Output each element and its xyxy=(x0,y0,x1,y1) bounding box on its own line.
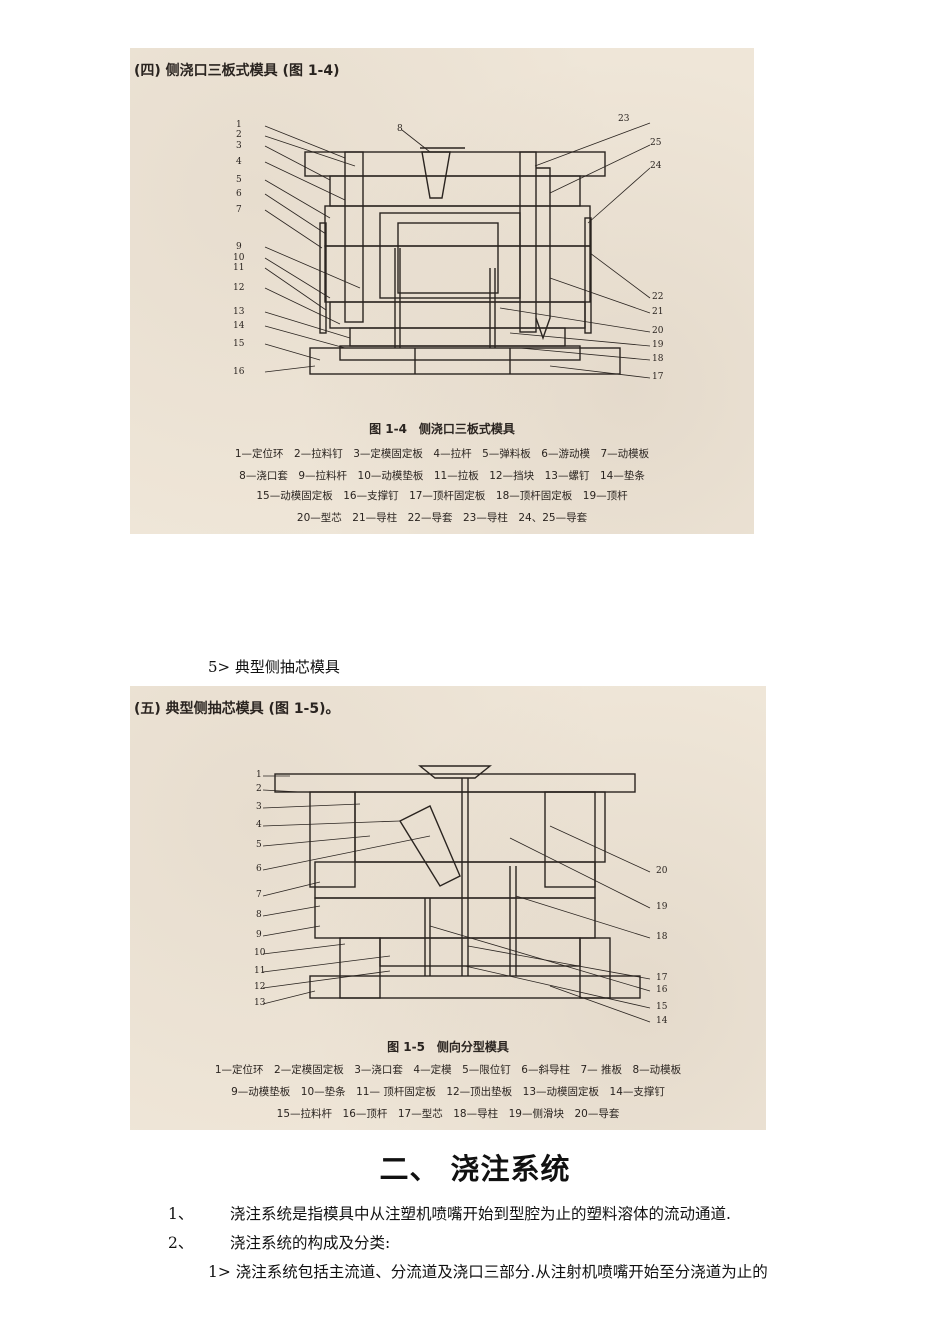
part-number: 16 xyxy=(656,985,668,995)
part-number: 1 xyxy=(256,770,262,780)
part-number: 6 xyxy=(236,189,242,199)
part-number: 23 xyxy=(618,114,630,124)
part-number: 7 xyxy=(256,890,262,900)
part-number: 4 xyxy=(236,157,242,167)
figure-1-5-legend-line: 9—动模垫板 10—垫条 11— 顶杆固定板 12—顶出垫板 13—动模固定板 … xyxy=(231,1086,665,1098)
part-number: 20 xyxy=(652,326,664,336)
figure-1-5-legend-line: 15—拉料杆 16—顶杆 17—型芯 18—导柱 19—侧滑块 20—导套 xyxy=(276,1108,620,1120)
part-number: 24 xyxy=(650,161,662,171)
section-title: 二、 浇注系统 xyxy=(379,1152,571,1186)
part-number: 16 xyxy=(233,367,245,377)
part-number: 1 xyxy=(236,120,242,130)
part-number: 13 xyxy=(233,307,245,317)
part-number: 5 xyxy=(236,175,242,185)
part-number: 10 xyxy=(254,948,266,958)
part-number: 15 xyxy=(656,1002,668,1012)
mold-drawing-1 xyxy=(264,122,651,379)
list-item-number: 1、 xyxy=(168,1205,194,1223)
part-number: 10 xyxy=(233,253,245,263)
part-number: 11 xyxy=(233,263,245,273)
part-number: 13 xyxy=(254,998,266,1008)
mold-drawing-2 xyxy=(262,765,651,1023)
figure-1-4-header: (四) 侧浇口三板式模具 (图 1-4) xyxy=(134,63,340,79)
part-number: 5 xyxy=(256,840,262,850)
part-number: 19 xyxy=(656,902,668,912)
list-item-text: 浇注系统是指模具中从注塑机喷嘴开始到型腔为止的塑料溶体的流动通道. xyxy=(230,1205,731,1223)
part-number: 17 xyxy=(656,973,668,983)
figure-1-4-legend-line: 1—定位环 2—拉料钉 3—定模固定板 4—拉杆 5—弹料板 6—游动模 7—动… xyxy=(234,448,650,460)
part-number: 6 xyxy=(256,864,262,874)
part-number: 20 xyxy=(656,866,668,876)
figure-1-4-legend-line: 20—型芯 21—导柱 22—导套 23—导柱 24、25—导套 xyxy=(296,512,588,524)
part-number: 3 xyxy=(256,802,262,812)
figure-1-5-legend-line: 1—定位环 2—定模固定板 3—浇口套 4—定模 5—限位钉 6—斜导柱 7— … xyxy=(214,1064,682,1076)
figure-1-4-legend-line: 8—浇口套 9—拉料杆 10—动模垫板 11—拉板 12—挡块 13—螺钉 14… xyxy=(239,470,645,482)
sub-paragraph: 1> 浇注系统包括主流道、分流道及浇口三部分.从注射机喷嘴开始至分浇道为止的 xyxy=(208,1263,768,1281)
list-item-number: 2、 xyxy=(168,1234,194,1252)
part-number: 2 xyxy=(256,784,262,794)
figure-1-4-scan: (四) 侧浇口三板式模具 (图 1-4) xyxy=(130,48,754,534)
part-number: 22 xyxy=(652,292,664,302)
part-number: 8 xyxy=(256,910,262,920)
part-number: 9 xyxy=(236,242,242,252)
part-number: 18 xyxy=(656,932,668,942)
part-number: 25 xyxy=(650,138,662,148)
part-number: 11 xyxy=(254,966,266,976)
part-number: 9 xyxy=(256,930,262,940)
figure-1-5-header: (五) 典型侧抽芯模具 (图 1-5)。 xyxy=(134,701,340,717)
part-number: 2 xyxy=(236,130,242,140)
part-number: 19 xyxy=(652,340,664,350)
figure-1-5-scan: (五) 典型侧抽芯模具 (图 1-5)。 xyxy=(130,686,766,1130)
part-number: 18 xyxy=(652,354,664,364)
part-number: 14 xyxy=(233,321,245,331)
list-item: 1、 浇注系统是指模具中从注塑机喷嘴开始到型腔为止的塑料溶体的流动通道. xyxy=(168,1202,731,1224)
part-number: 12 xyxy=(254,982,266,992)
part-number: 17 xyxy=(652,372,664,382)
figure-1-5-caption: 图 1-5 侧向分型模具 xyxy=(387,1040,509,1054)
part-number: 21 xyxy=(652,307,664,317)
list-item: 2、 浇注系统的构成及分类: xyxy=(168,1231,390,1253)
part-number: 4 xyxy=(256,820,262,830)
part-number: 3 xyxy=(236,141,242,151)
part-number: 15 xyxy=(233,339,245,349)
list-item-text: 浇注系统的构成及分类: xyxy=(230,1234,391,1252)
figure-1-4-caption: 图 1-4 侧浇口三板式模具 xyxy=(369,422,515,436)
subsection-caption: 5> 典型侧抽芯模具 xyxy=(208,658,340,676)
part-number: 7 xyxy=(236,205,242,215)
part-number: 14 xyxy=(656,1016,668,1026)
part-number: 12 xyxy=(233,283,245,293)
part-number: 8 xyxy=(397,124,403,134)
figure-1-4-legend-line: 15—动模固定板 16—支撑钉 17—顶杆固定板 18—顶杆固定板 19—顶杆 xyxy=(256,490,628,502)
